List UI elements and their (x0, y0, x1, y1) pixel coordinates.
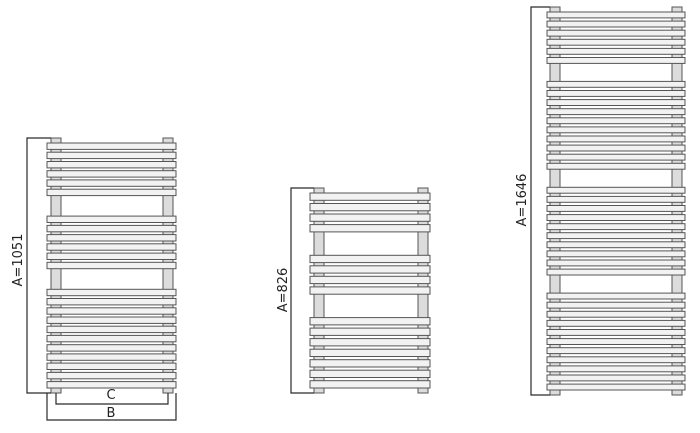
radiator-bar (546, 144, 686, 152)
radiator-bar (309, 203, 431, 212)
radiator-bar (309, 286, 431, 295)
radiator-bar (546, 374, 686, 382)
radiator-bar (46, 288, 177, 297)
height-label-1051: A=1051 (11, 234, 26, 287)
radiator-bar (46, 243, 177, 251)
radiator-bar (546, 365, 686, 373)
height-label-1646: A=1646 (515, 174, 530, 227)
radiator-bar (309, 369, 431, 379)
radiator-bar (309, 254, 431, 264)
radiator-bar (309, 317, 431, 326)
radiator-bar (546, 319, 686, 327)
radiator-bar (46, 316, 177, 324)
radiator-bar (309, 265, 431, 274)
radiator-bar (546, 11, 686, 19)
height-dimension-line (530, 6, 550, 396)
spacing-dimension-line (55, 393, 169, 405)
radiator-bar (46, 188, 177, 197)
radiator-bar (546, 250, 686, 258)
radiator-bar (46, 325, 177, 334)
radiator-bar (46, 151, 177, 160)
radiator-bar (546, 347, 686, 355)
radiator-bar (546, 126, 686, 134)
height-dimension-line (26, 137, 51, 394)
radiator-bar (546, 80, 686, 88)
radiator-bar (46, 298, 177, 306)
radiator-bar (309, 327, 431, 336)
radiator-bar (46, 170, 177, 178)
radiator-bar (546, 214, 686, 222)
radiator-bar (46, 353, 177, 361)
radiator-bar (309, 275, 431, 285)
radiator-bar (309, 192, 431, 201)
radiator-bar (546, 90, 686, 97)
radiator-bar (309, 224, 431, 233)
radiator-bar (46, 252, 177, 261)
radiator-bar (546, 338, 686, 346)
radiator-bar (46, 344, 177, 352)
radiator-bar (546, 241, 686, 249)
radiator-bar (46, 371, 177, 380)
spacing-label-c: C (106, 388, 115, 403)
radiator-bar (46, 381, 177, 389)
width-label-b: B (107, 406, 116, 421)
radiator-bar (546, 47, 686, 55)
radiator-bar (309, 213, 431, 222)
radiator-bar (546, 205, 686, 212)
radiator-bar (46, 179, 177, 187)
radiator-bar (46, 234, 177, 242)
radiator-bar (46, 215, 177, 224)
width-dimension-line (46, 393, 177, 421)
radiator-bar (46, 161, 177, 169)
radiator-bar (546, 329, 686, 336)
radiator-bar (546, 301, 686, 309)
radiator-bar (546, 38, 686, 46)
radiator-bar (546, 108, 686, 116)
radiator-bar (309, 348, 431, 358)
radiator-bar (309, 359, 431, 368)
radiator-bar (546, 135, 686, 143)
height-label-826: A=826 (276, 268, 291, 313)
radiator-1646: A=1646 (515, 6, 686, 396)
radiator-bar (546, 310, 686, 318)
radiator-bar (546, 232, 686, 240)
radiator-bar (546, 153, 686, 161)
radiator-bar (46, 307, 177, 315)
radiator-bar (309, 380, 431, 389)
radiator-bar (546, 223, 686, 231)
radiator-bar (546, 99, 686, 106)
radiator-bar (46, 142, 177, 150)
radiator-bar (546, 195, 686, 203)
radiator-bar (546, 292, 686, 300)
radiator-bar (546, 186, 686, 194)
radiator-bar (546, 29, 686, 37)
radiator-bar (546, 117, 686, 125)
radiator-bar (546, 162, 686, 170)
radiator-bar (546, 356, 686, 364)
radiator-bar (46, 362, 177, 371)
height-dimension-line (290, 187, 314, 394)
radiator-bar (546, 259, 686, 267)
radiator-bar (46, 334, 177, 343)
radiator-bar (546, 57, 686, 64)
radiator-826: A=826 (276, 187, 431, 394)
radiator-bar (546, 20, 686, 28)
radiator-bar (546, 268, 686, 276)
radiator-bar (309, 338, 431, 347)
radiator-bar (46, 224, 177, 233)
radiator-bar (46, 261, 177, 270)
radiator-bar (546, 383, 686, 391)
